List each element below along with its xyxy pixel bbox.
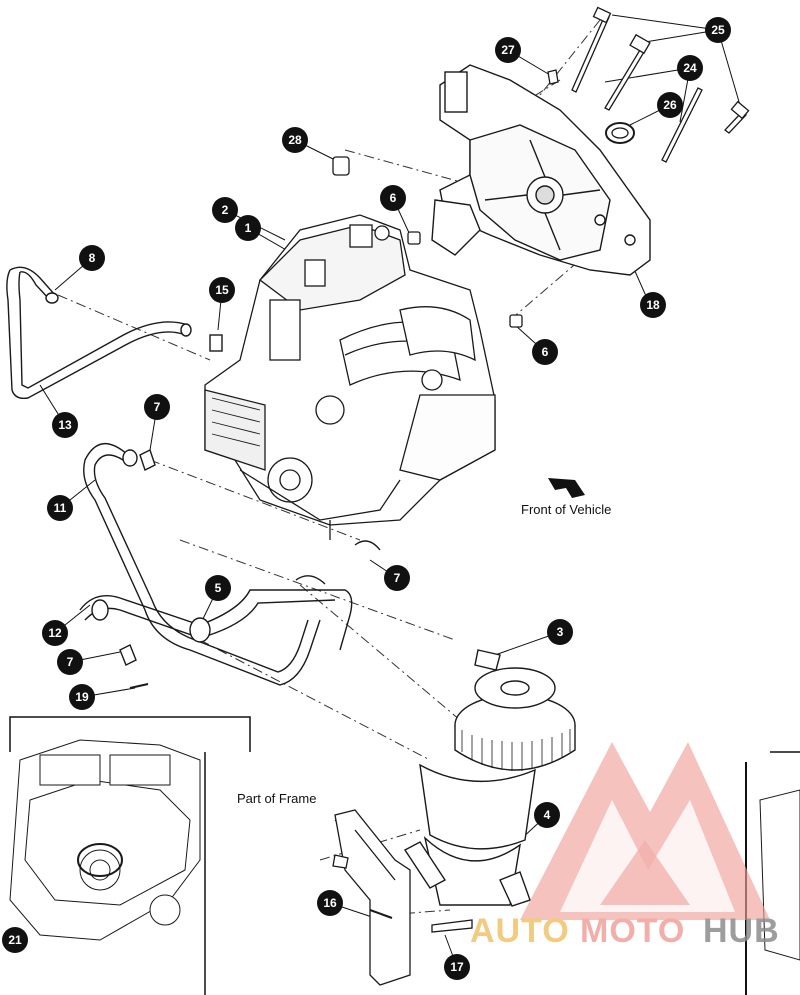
filter-housing (403, 649, 576, 907)
svg-text:12: 12 (48, 626, 62, 640)
callout-17: 17 (444, 954, 470, 980)
svg-text:17: 17 (450, 960, 464, 974)
svg-text:2: 2 (222, 203, 229, 217)
callout-4: 4 (534, 802, 560, 828)
callout-7c: 7 (57, 649, 83, 675)
dowels (332, 156, 523, 328)
svg-text:8: 8 (89, 251, 96, 265)
callout-3: 3 (547, 619, 573, 645)
engine-assembly (204, 214, 496, 540)
svg-text:13: 13 (58, 418, 72, 432)
callout-8: 8 (79, 245, 105, 271)
callout-1: 1 (235, 215, 261, 241)
callout-5: 5 (205, 575, 231, 601)
coolant-hoses (79, 443, 381, 689)
svg-text:1: 1 (245, 221, 252, 235)
svg-text:26: 26 (663, 98, 677, 112)
svg-text:7: 7 (154, 400, 161, 414)
svg-text:4: 4 (544, 808, 551, 822)
inset-detail-panel (9, 716, 251, 995)
front-of-vehicle-indicator: Front of Vehicle (521, 478, 611, 517)
callout-27: 27 (495, 37, 521, 63)
frame-bracket (332, 809, 473, 986)
svg-text:15: 15 (215, 283, 229, 297)
svg-text:28: 28 (288, 133, 302, 147)
callout-26: 26 (657, 92, 683, 118)
watermark-logo: AUTO MOTO HUB (470, 742, 780, 950)
front-of-vehicle-label: Front of Vehicle (521, 502, 611, 517)
svg-text:6: 6 (390, 191, 397, 205)
callouts: 1 2 3 4 5 6 6 7 7 7 7 8 11 12 13 15 16 1… (2, 17, 731, 980)
breather-hose (6, 266, 223, 400)
svg-text:3: 3 (557, 625, 564, 639)
svg-text:27: 27 (501, 43, 515, 57)
svg-text:24: 24 (683, 61, 697, 75)
callout-11: 11 (47, 495, 73, 521)
svg-text:25: 25 (711, 23, 725, 37)
callout-28: 28 (282, 127, 308, 153)
callout-7a: 7 (144, 394, 170, 420)
svg-text:7: 7 (67, 655, 74, 669)
callout-6a: 6 (380, 185, 406, 211)
leader-lines (14, 14, 743, 968)
watermark-text-auto: AUTO (470, 912, 570, 950)
right-inset-frame (745, 751, 800, 995)
svg-text:18: 18 (646, 298, 660, 312)
callout-24: 24 (677, 55, 703, 81)
callout-12: 12 (42, 620, 68, 646)
callout-25: 25 (705, 17, 731, 43)
callout-19: 19 (69, 684, 95, 710)
svg-text:7: 7 (394, 571, 401, 585)
callout-18: 18 (640, 292, 666, 318)
svg-text:19: 19 (75, 690, 89, 704)
callout-15: 15 (209, 277, 235, 303)
callout-13: 13 (52, 412, 78, 438)
transmission-housing (431, 64, 651, 276)
svg-text:5: 5 (215, 581, 222, 595)
callout-2: 2 (212, 197, 238, 223)
watermark-text-hub: HUB (703, 912, 780, 950)
long-bolts (547, 6, 750, 163)
callout-21: 21 (2, 927, 28, 953)
svg-text:11: 11 (54, 501, 67, 515)
svg-text:16: 16 (323, 896, 337, 910)
part-of-frame-label: Part of Frame (237, 791, 316, 806)
svg-text:21: 21 (8, 933, 22, 947)
callout-7b: 7 (384, 565, 410, 591)
callout-16: 16 (317, 890, 343, 916)
callout-6b: 6 (532, 339, 558, 365)
svg-text:6: 6 (542, 345, 549, 359)
watermark-text-moto: MOTO (580, 912, 685, 950)
